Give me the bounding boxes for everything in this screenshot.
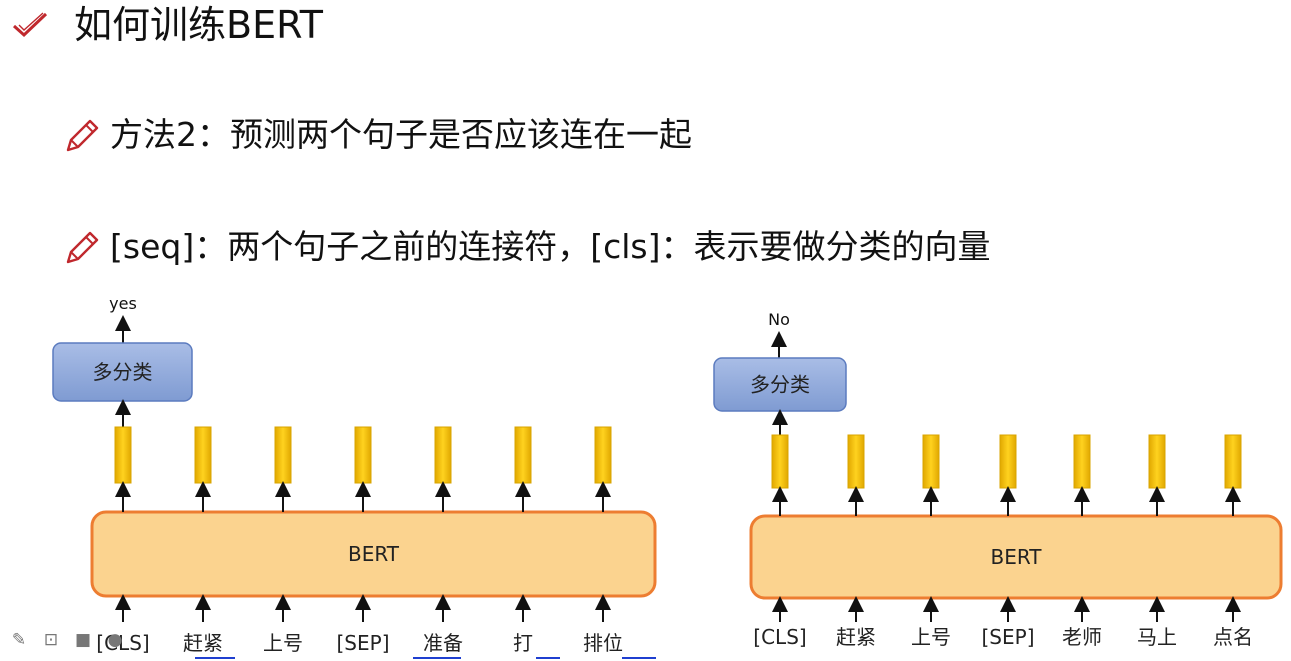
left-output-vector: [434, 426, 452, 484]
left-output-label: yes: [109, 294, 137, 313]
right-output-label: No: [768, 310, 790, 329]
left-output-vector: [194, 426, 212, 484]
bullet-method-2: 方法2：预测两个句子是否应该连在一起: [110, 115, 692, 154]
left-bert-label: BERT: [348, 542, 400, 566]
right-output-vector: [999, 434, 1017, 489]
left-classifier-label: 多分类: [93, 360, 153, 384]
right-token: [CLS]: [753, 625, 806, 649]
left-output-vector: [114, 426, 132, 484]
floating-toolbar: ✎ ⊡ ■ ●: [0, 622, 168, 658]
left-token: [CLS]: [96, 631, 149, 655]
right-output-vector: [1148, 434, 1166, 489]
chat-icon[interactable]: ●: [107, 630, 123, 650]
left-bert-box: [90, 510, 657, 598]
bullet-token-definitions: [seq]：两个句子之前的连接符，[cls]：表示要做分类的向量: [110, 227, 991, 266]
left-token: 打: [513, 631, 533, 655]
right-output-vector: [1224, 434, 1242, 489]
checkmark-icon: [12, 12, 48, 38]
left-output-vector: [594, 426, 612, 484]
left-diagram: yes 多分类 BERT [CLS] 赶紧 上号 [SEP] 准备 打 排位: [52, 294, 657, 659]
right-bert-label: BERT: [990, 545, 1042, 569]
screenshot-icon[interactable]: ⊡: [43, 630, 59, 650]
pencil-icon: [66, 119, 99, 152]
camera-icon[interactable]: ■: [74, 630, 92, 650]
pen-icon[interactable]: ✎: [11, 630, 27, 650]
right-token: 马上: [1137, 625, 1177, 649]
right-token: 上号: [911, 625, 951, 649]
right-output-vector: [847, 434, 865, 489]
left-output-vector: [514, 426, 532, 484]
right-bert-box: [749, 514, 1283, 600]
left-token: [SEP]: [337, 631, 390, 655]
right-diagram: No 多分类 BERT [CLS] 赶紧 上号 [SEP] 老师 马上 点名: [713, 310, 1283, 649]
right-token: [SEP]: [982, 625, 1035, 649]
right-output-vector: [1073, 434, 1091, 489]
right-token: 赶紧: [836, 625, 876, 649]
right-token: 老师: [1062, 625, 1102, 649]
pencil-icon: [66, 231, 99, 264]
left-token: 排位: [583, 631, 623, 655]
right-output-vector: [922, 434, 940, 489]
right-output-vector: [771, 434, 789, 489]
right-classifier-label: 多分类: [750, 373, 810, 397]
left-output-vector: [274, 426, 292, 484]
left-token: 上号: [263, 631, 303, 655]
right-token: 点名: [1213, 625, 1253, 649]
page-title: 如何训练BERT: [74, 3, 323, 47]
left-output-vector: [354, 426, 372, 484]
left-token: 赶紧: [183, 631, 223, 655]
left-token: 准备: [423, 631, 463, 655]
